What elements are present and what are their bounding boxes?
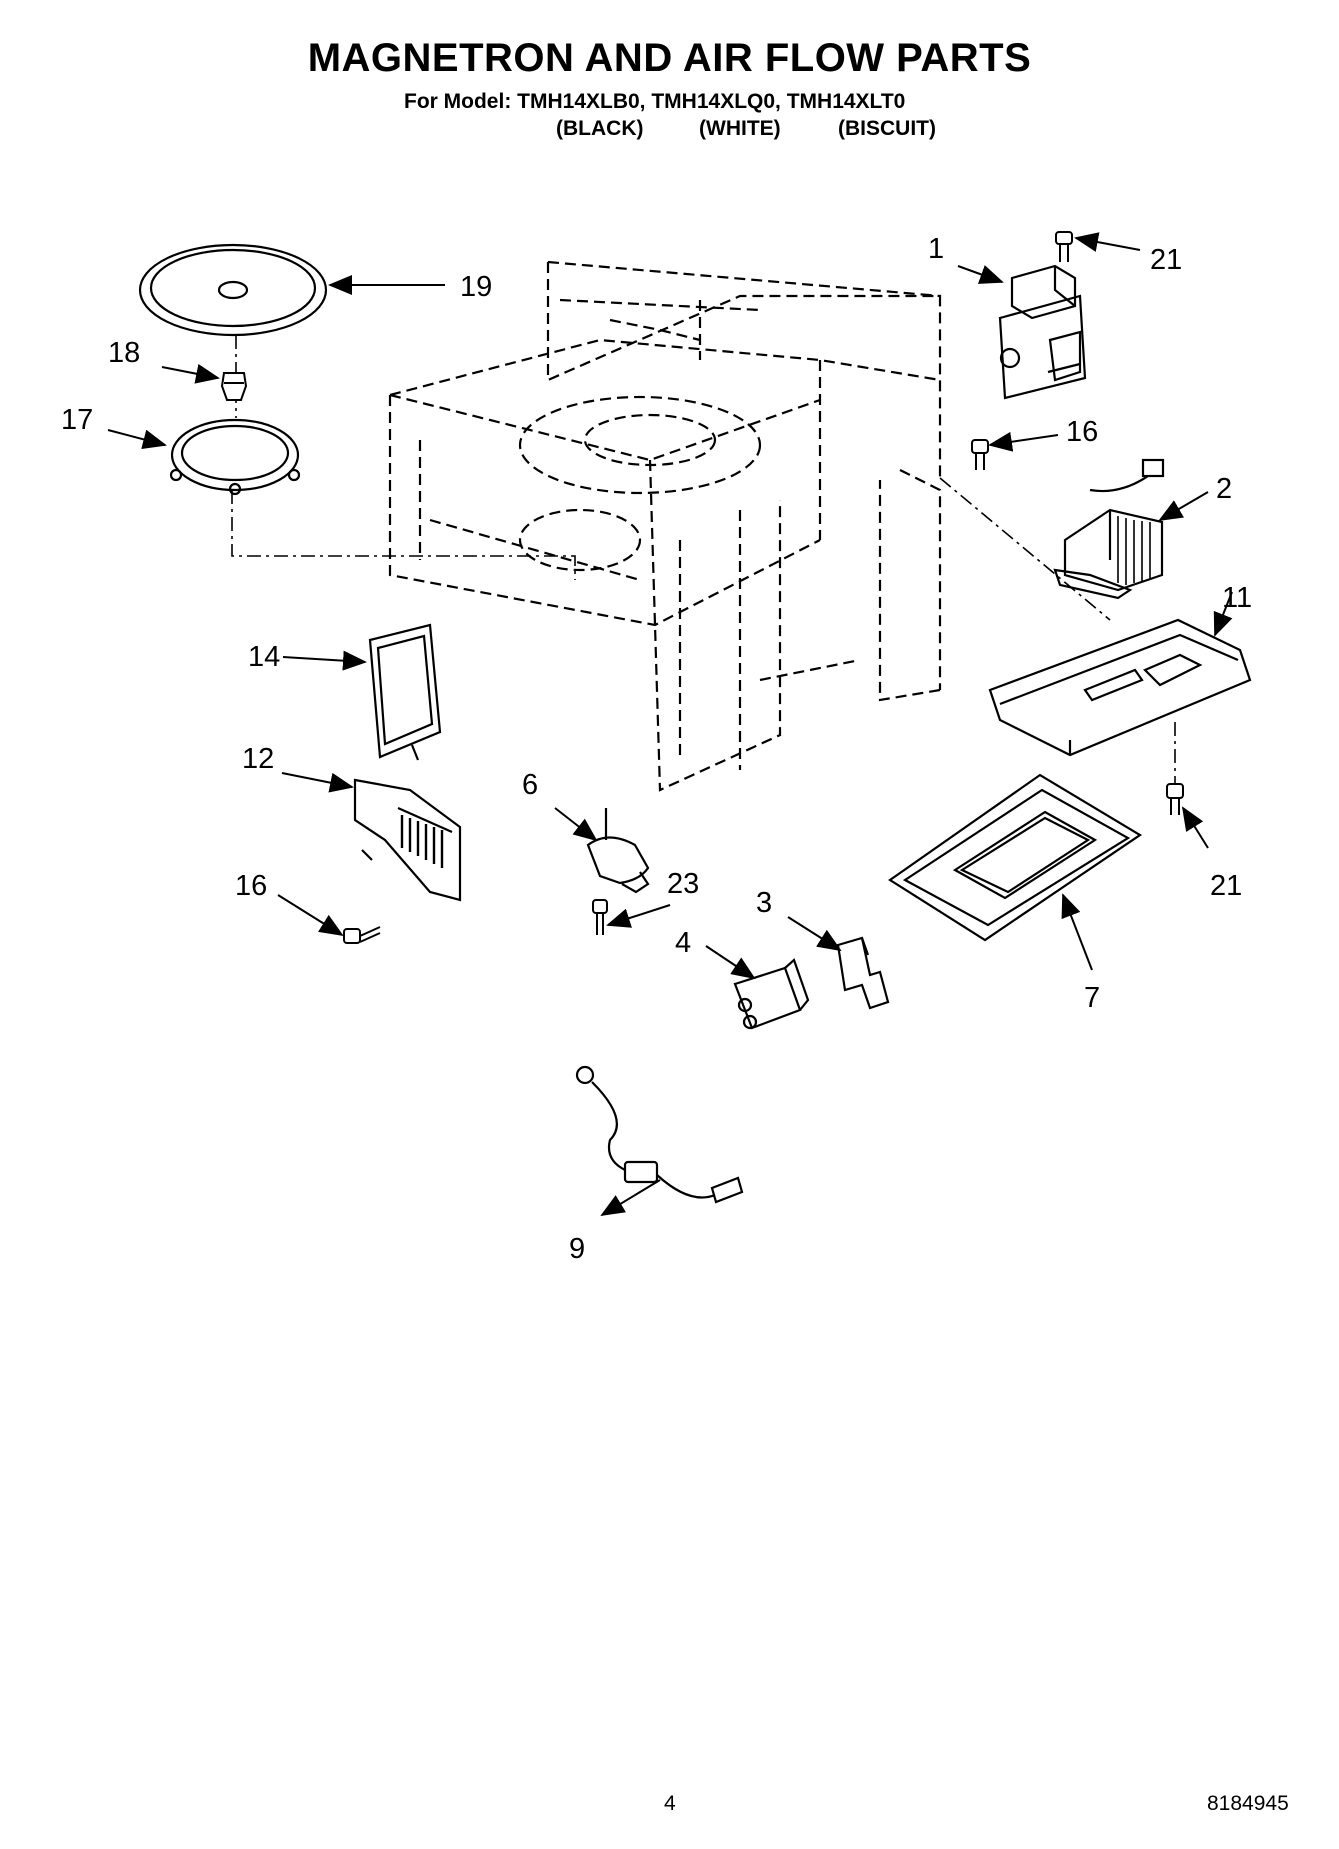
air-guide bbox=[353, 778, 462, 902]
assembly-leaders bbox=[231, 335, 1176, 785]
thermal-sensor bbox=[586, 808, 650, 894]
screw-left bbox=[343, 926, 381, 944]
callout-19: 19 bbox=[460, 271, 492, 303]
capacitor-bracket bbox=[836, 936, 890, 1010]
callout-labels: 1 2 3 4 6 7 9 11 12 14 16 16 17 18 19 21… bbox=[61, 233, 1252, 1265]
base-plate bbox=[988, 618, 1252, 757]
callout-16-left: 16 bbox=[235, 870, 267, 902]
screw-21-bottom bbox=[1166, 783, 1184, 815]
high-voltage-diode bbox=[575, 1065, 744, 1204]
callout-16-right: 16 bbox=[1066, 416, 1098, 448]
color-white-label: (WHITE) bbox=[699, 117, 781, 140]
color-black-label: (BLACK) bbox=[556, 117, 644, 140]
callout-17: 17 bbox=[61, 404, 93, 436]
callout-14: 14 bbox=[248, 641, 280, 673]
callout-2: 2 bbox=[1216, 473, 1232, 505]
page-title: MAGNETRON AND AIR FLOW PARTS bbox=[307, 36, 1032, 80]
capacitor bbox=[733, 958, 810, 1030]
screw-right bbox=[971, 439, 989, 470]
waveguide-gasket bbox=[368, 623, 442, 761]
screw-23 bbox=[592, 899, 608, 935]
callout-1: 1 bbox=[928, 233, 944, 265]
callout-4: 4 bbox=[675, 927, 691, 959]
callout-21-top: 21 bbox=[1150, 244, 1182, 276]
model-line: For Model: TMH14XLB0, TMH14XLQ0, TMH14XL… bbox=[404, 90, 906, 113]
callout-11: 11 bbox=[1222, 582, 1252, 614]
transformer bbox=[1053, 458, 1165, 600]
page-number: 4 bbox=[664, 1792, 676, 1815]
callout-21-bottom: 21 bbox=[1210, 870, 1242, 902]
callout-12: 12 bbox=[242, 743, 274, 775]
cabinet-outline bbox=[388, 260, 942, 792]
callout-6: 6 bbox=[522, 769, 538, 801]
magnetron bbox=[998, 264, 1087, 400]
turntable-tray bbox=[138, 243, 328, 337]
callout-3: 3 bbox=[756, 887, 772, 919]
roller-ring bbox=[169, 418, 301, 496]
callout-7: 7 bbox=[1084, 982, 1100, 1014]
turntable-coupler bbox=[220, 372, 248, 401]
screw-21-top bbox=[1055, 231, 1073, 262]
bottom-cover bbox=[888, 773, 1143, 942]
callout-9: 9 bbox=[569, 1233, 585, 1265]
callout-arrows bbox=[107, 232, 1233, 1217]
callout-18: 18 bbox=[108, 337, 140, 369]
callout-23: 23 bbox=[667, 868, 699, 900]
color-biscuit-label: (BISCUIT) bbox=[838, 117, 936, 140]
document-number: 8184945 bbox=[1207, 1792, 1289, 1815]
